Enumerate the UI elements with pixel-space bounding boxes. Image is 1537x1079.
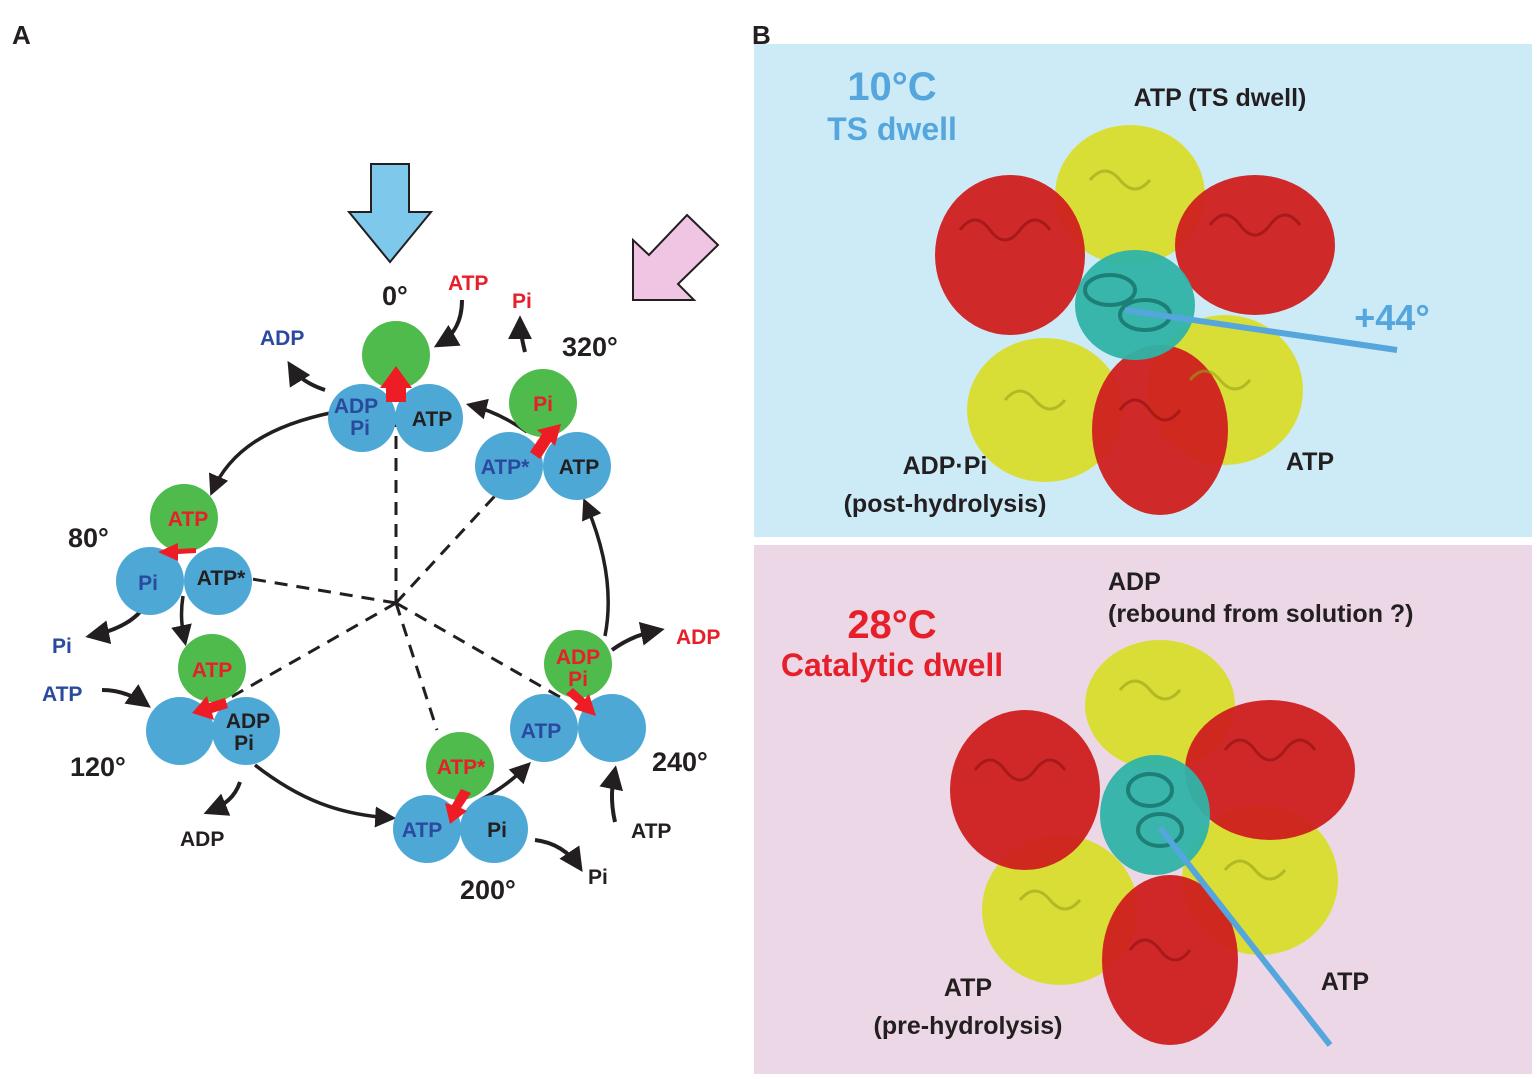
- subunit-blue-left: [328, 384, 396, 452]
- state-80-right: ATP*: [197, 567, 246, 590]
- rotor-arrow-icon: [566, 688, 596, 716]
- bottom-temp: 28°C: [847, 603, 936, 647]
- state-80-left: Pi: [138, 572, 158, 595]
- ligand-pi-200: Pi: [588, 866, 608, 889]
- dashed-spokes: [211, 410, 566, 731]
- bottom-dwell: Catalytic dwell: [781, 647, 1003, 683]
- subunit-green: [150, 484, 218, 552]
- state-240-top: ADP: [556, 646, 600, 669]
- state-200: ATP* ATP Pi: [393, 732, 528, 863]
- angle-120: 120°: [70, 752, 126, 782]
- state-120: ATP ADP Pi: [146, 634, 280, 765]
- blue-down-arrow-icon: [346, 163, 434, 264]
- subunit-green: [178, 634, 246, 702]
- state-200-top: ATP*: [437, 756, 486, 779]
- subunit-green: [362, 321, 430, 389]
- bottom-label-left2: (pre-hydrolysis): [874, 1012, 1063, 1040]
- ligand-arrows: [85, 299, 665, 872]
- ligand-atp-240: ATP: [631, 820, 671, 843]
- state-200-right: Pi: [487, 819, 507, 842]
- state-200-left: ATP: [402, 819, 442, 842]
- subunit-green: [426, 732, 494, 800]
- angle-320: 320°: [562, 332, 618, 362]
- subunit-blue-right: [578, 694, 646, 762]
- angle-0: 0°: [382, 281, 408, 311]
- top-axis-line: [1124, 307, 1398, 353]
- top-label-top: ATP (TS dwell): [1134, 84, 1307, 112]
- subunit-blue-right: [460, 795, 528, 863]
- top-protein-structure: [935, 125, 1335, 515]
- ligand-pi-80: Pi: [52, 635, 72, 658]
- angle-80: 80°: [68, 523, 109, 553]
- pink-diagonal-arrow-icon: [632, 213, 720, 301]
- state-320: Pi ATP* ATP: [475, 369, 611, 500]
- bottom-protein-structure: [950, 640, 1355, 1045]
- rotor-arrow-icon: [380, 366, 412, 402]
- top-label-right: ATP: [1286, 448, 1334, 476]
- panel-label-b: B: [752, 20, 771, 50]
- subunit-blue-right: [395, 384, 463, 452]
- subunit-blue-right: [543, 432, 611, 500]
- subunit-blue-left: [510, 694, 578, 762]
- panel-label-a: A: [12, 20, 31, 50]
- top-label-left2: (post-hydrolysis): [844, 490, 1047, 518]
- state-0-right: ATP: [412, 408, 452, 431]
- state-320-right: ATP: [559, 456, 599, 479]
- state-120-right2: Pi: [234, 732, 254, 755]
- state-120-top: ATP: [192, 659, 232, 682]
- state-0-left2: Pi: [350, 417, 370, 440]
- angle-240: 240°: [652, 747, 708, 777]
- bottom-axis-line: [1157, 826, 1333, 1047]
- top-angle: +44°: [1354, 297, 1429, 338]
- top-label-left: ADP·Pi: [903, 452, 988, 480]
- ligand-atp-120: ATP: [42, 683, 82, 706]
- state-0-left: ADP: [334, 395, 378, 418]
- state-320-top: Pi: [533, 393, 553, 416]
- subunit-blue-left: [475, 432, 543, 500]
- state-80: ATP Pi ATP*: [116, 484, 252, 615]
- state-240: ADP Pi ATP: [510, 630, 646, 762]
- top-temp: 10°C: [847, 65, 936, 109]
- bottom-label-top: ADP: [1108, 568, 1161, 596]
- subunit-green: [509, 369, 577, 437]
- subunit-blue-right: [212, 697, 280, 765]
- rotor-arrow-icon: [158, 543, 196, 561]
- state-240-left: ATP: [521, 720, 561, 743]
- ligand-pi-320: Pi: [512, 290, 532, 313]
- bottom-label-right: ATP: [1321, 968, 1369, 996]
- rotor-arrow-icon: [445, 789, 471, 824]
- subunit-blue-left: [116, 547, 184, 615]
- cycle-arrows: [171, 398, 610, 828]
- subunit-blue-right: [184, 547, 252, 615]
- rotor-arrow-icon: [530, 424, 561, 459]
- state-120-right: ADP: [226, 710, 270, 733]
- state-240-top2: Pi: [568, 668, 588, 691]
- top-dwell: TS dwell: [827, 111, 957, 147]
- rotor-arrow-icon: [192, 696, 228, 720]
- ligand-adp-0: ADP: [260, 327, 304, 350]
- state-80-top: ATP: [168, 508, 208, 531]
- state-320-left: ATP*: [481, 456, 530, 479]
- angle-200: 200°: [460, 875, 516, 905]
- ligand-adp-240: ADP: [676, 626, 720, 649]
- bottom-label-top2: (rebound from solution ?): [1108, 600, 1414, 628]
- subunit-blue-left: [393, 795, 461, 863]
- ligand-atp-0: ATP: [448, 272, 488, 295]
- ligand-adp-120: ADP: [180, 828, 224, 851]
- subunit-green: [544, 630, 612, 698]
- state-0: ADP Pi ATP: [328, 321, 463, 452]
- bottom-label-left: ATP: [944, 974, 992, 1002]
